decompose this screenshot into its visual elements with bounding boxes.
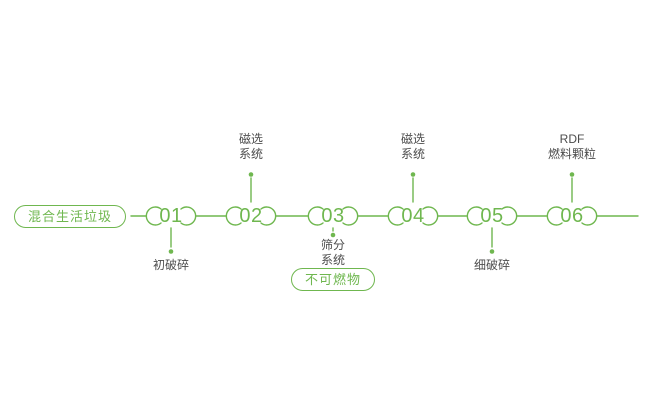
step-number-01: 01 — [159, 205, 183, 227]
step-number-02: 02 — [239, 205, 263, 227]
step-03-output: 不可燃物 — [273, 268, 393, 291]
connector-dot — [248, 172, 254, 177]
connector-dot — [168, 249, 174, 254]
connector-dot — [569, 172, 575, 177]
non-combustible-badge: 不可燃物 — [290, 268, 375, 291]
step-hooks — [145, 206, 598, 226]
step-label-05: 细破碎 — [473, 258, 510, 272]
step-number-03: 03 — [321, 205, 345, 227]
step-connectors — [170, 177, 573, 248]
step-number-04: 04 — [401, 205, 425, 227]
step-number-06: 06 — [560, 205, 584, 227]
step-label-06: RDF 燃料颗粒 — [547, 132, 596, 161]
connector-dot — [489, 249, 495, 254]
connector-dot — [330, 232, 336, 238]
start-badge: 混合生活垃圾 — [14, 205, 127, 228]
step-label-04: 磁选 系统 — [400, 132, 425, 161]
step-label-02: 磁选 系统 — [238, 132, 263, 161]
step-label-03: 筛分 系统 — [320, 238, 345, 267]
step-number-05: 05 — [480, 205, 504, 227]
step-label-01: 初破碎 — [152, 258, 189, 272]
connector-dot — [410, 172, 416, 177]
